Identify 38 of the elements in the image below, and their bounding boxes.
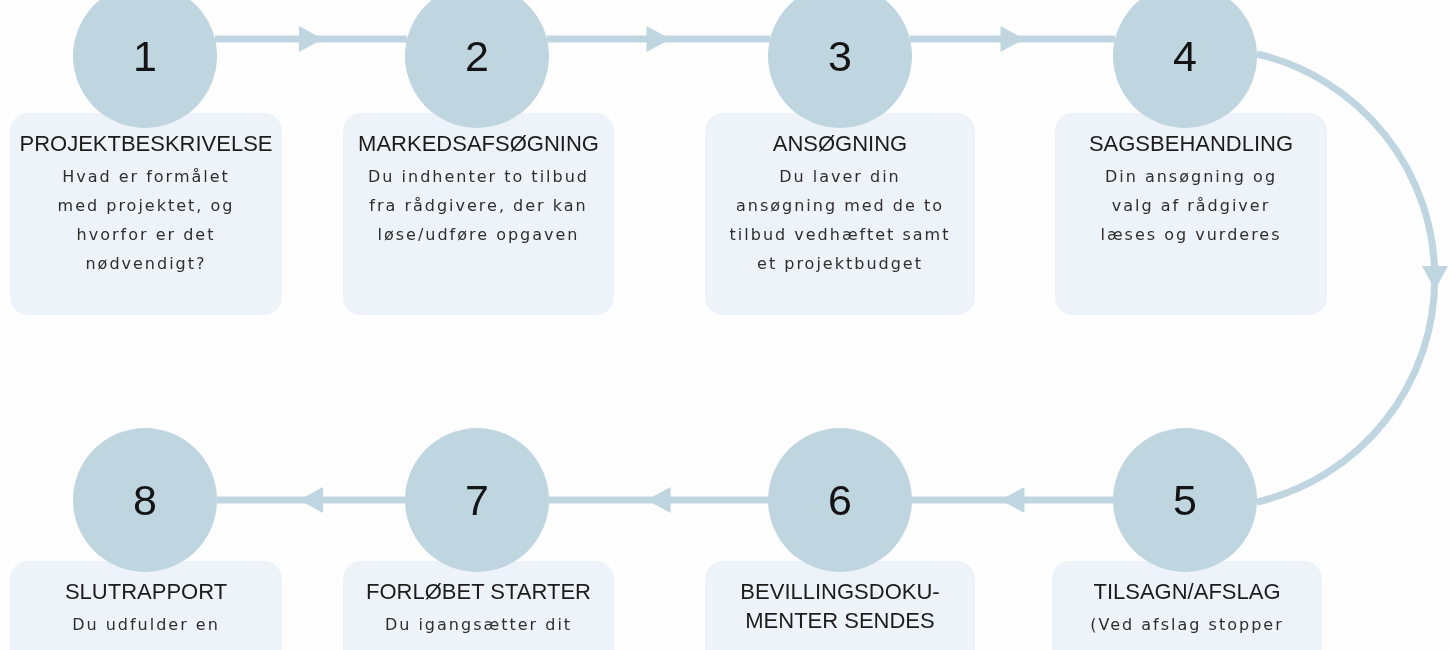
step-card xyxy=(10,113,282,315)
step-card xyxy=(343,561,614,650)
step-number: 5 xyxy=(1173,476,1197,524)
arrow xyxy=(217,487,405,513)
step-heading: BEVILLINGSDOKU- MENTER SENDES xyxy=(739,578,941,635)
step-heading: PROJEKTBESKRIVELSE xyxy=(19,130,273,158)
step-card xyxy=(705,561,975,650)
arrow xyxy=(215,26,407,52)
step-description: Du indhenter to tilbud fra rådgivere, der kan løse/udføre opgaven xyxy=(367,166,590,246)
curved-arrow xyxy=(1256,50,1448,506)
arrow xyxy=(549,487,768,513)
arrow xyxy=(547,26,770,52)
step-number: 8 xyxy=(133,476,157,524)
step-card xyxy=(10,561,282,650)
step-description: (Ved afslag stopper xyxy=(1089,614,1285,636)
step-description: Hvad er formålet med projektet, og hvorfor er det nødvendigt? xyxy=(56,166,236,275)
step-card xyxy=(343,113,614,315)
step-number: 4 xyxy=(1173,32,1197,80)
step-description: Du igangsætter dit xyxy=(383,614,574,636)
step-heading: TILSAGN/AFSLAG xyxy=(1093,578,1281,606)
step-heading: SAGSBEHANDLING xyxy=(1088,130,1294,158)
step-number: 3 xyxy=(828,32,852,80)
step-number: 1 xyxy=(133,32,157,80)
step-description: Du udfulder en xyxy=(71,614,221,636)
step-card xyxy=(705,113,975,315)
step-heading: MARKEDSAFSØGNING xyxy=(358,130,599,158)
arrow xyxy=(912,487,1113,513)
step-number: 7 xyxy=(465,476,489,524)
step-card xyxy=(1055,113,1327,315)
step-description: Din ansøgning og valg af rådgiver læses og vurderes xyxy=(1099,166,1283,246)
step-heading: FORLØBET STARTER xyxy=(366,578,591,606)
arrow xyxy=(910,26,1115,52)
step-card xyxy=(1052,561,1322,650)
step-number: 2 xyxy=(465,32,489,80)
step-heading: SLUTRAPPORT xyxy=(64,578,228,606)
step-heading: ANSØGNING xyxy=(772,130,908,158)
step-number: 6 xyxy=(828,476,852,524)
step-description: Du laver din ansøgning med de to tilbud vedhæftet samt et projektbudget xyxy=(728,166,952,275)
